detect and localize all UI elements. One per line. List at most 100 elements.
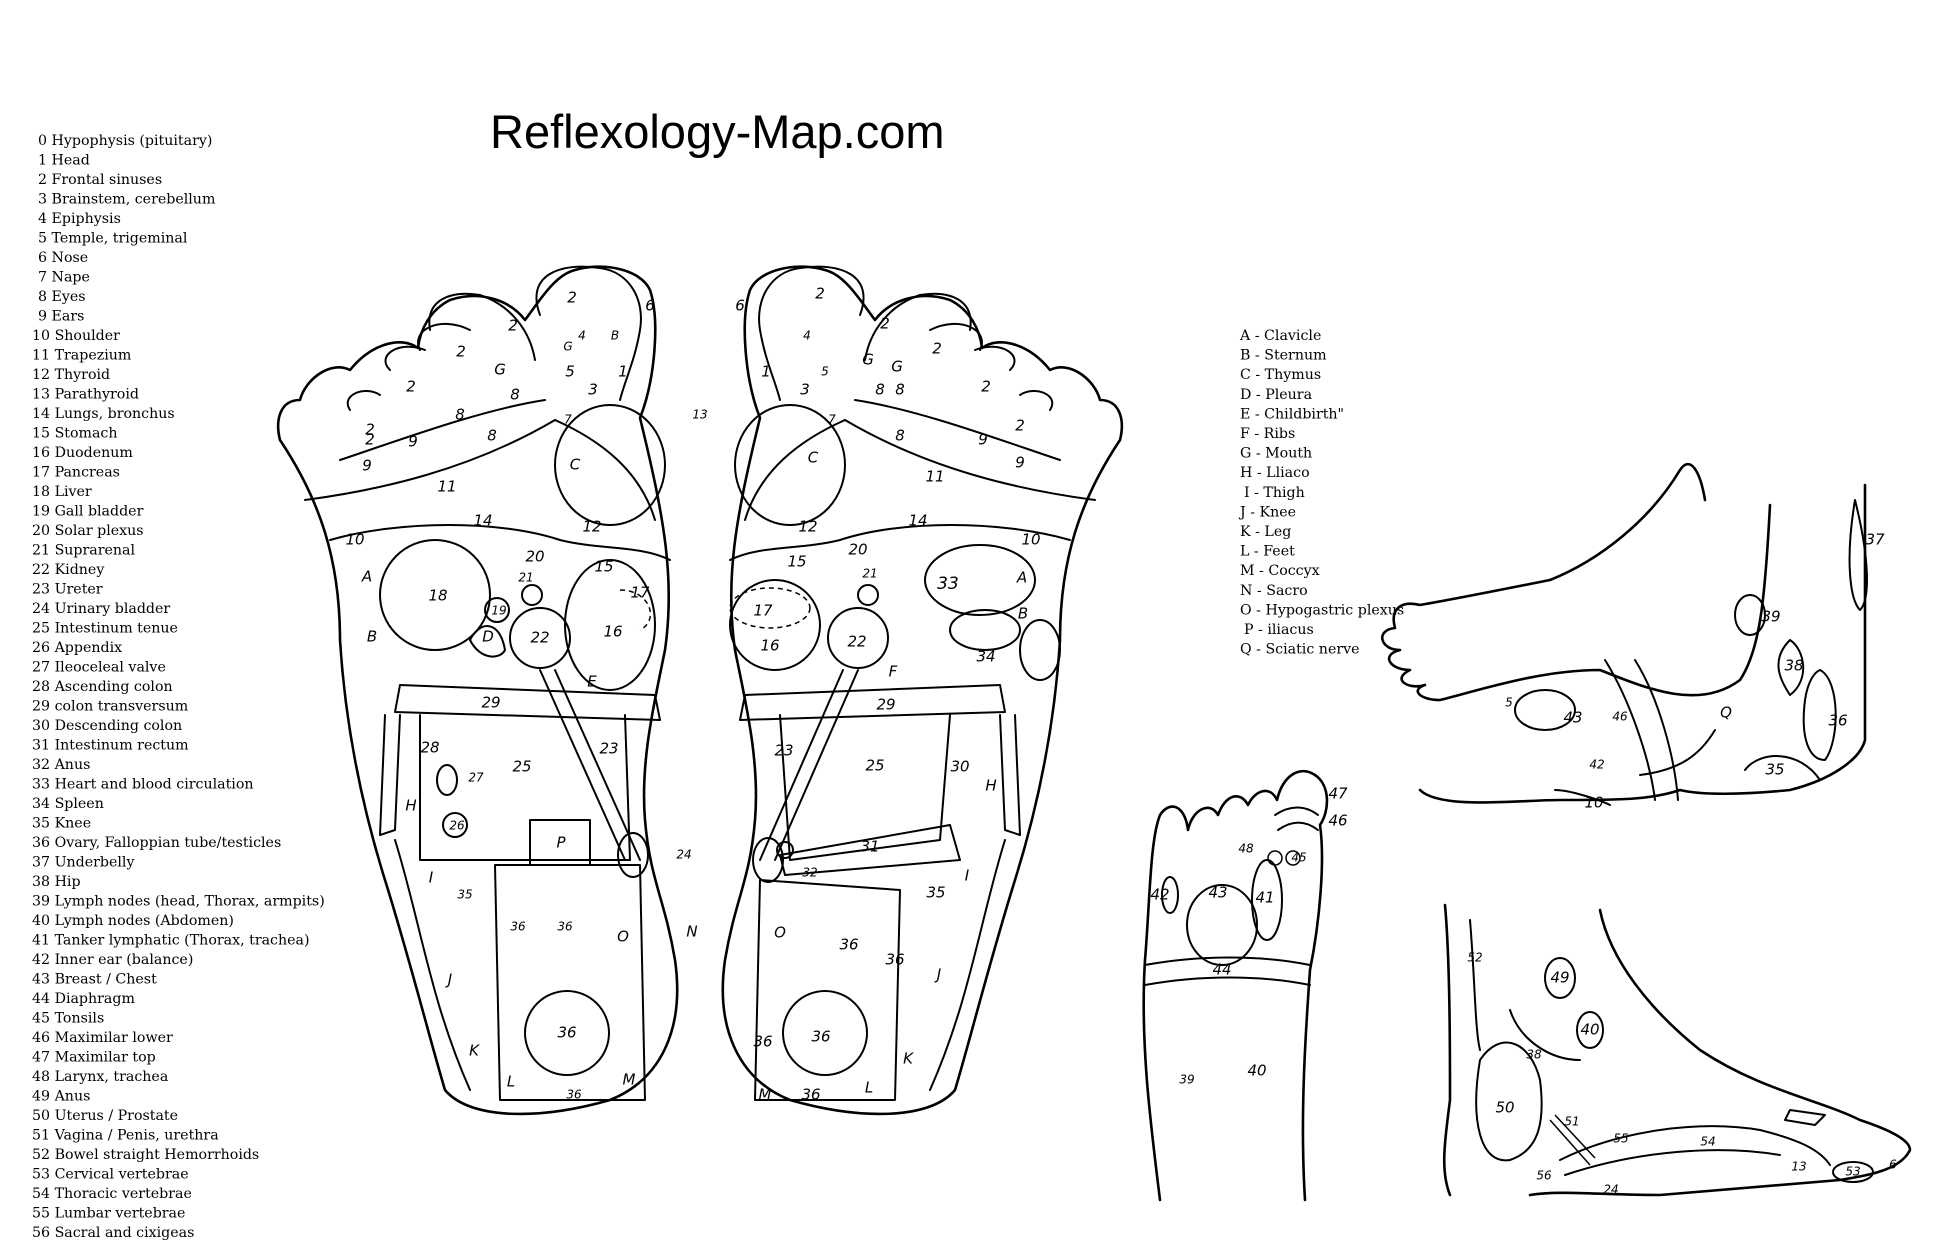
right-sole-toe-2	[864, 292, 972, 361]
legend-item: I - Thigh	[1244, 485, 1305, 501]
zone-label: O	[774, 924, 786, 942]
left-sole-toe-3	[417, 322, 471, 351]
legend-item: 40 Lymph nodes (Abdomen)	[32, 913, 234, 929]
zone-label: 17	[630, 584, 650, 602]
zone-label: 26	[449, 819, 465, 833]
inner-ankle-toe-nail	[1784, 1109, 1826, 1126]
zone-label: 2	[406, 378, 416, 396]
legend-item: 35 Knee	[32, 816, 91, 832]
right-sole-pancreas	[729, 587, 811, 629]
left-sole-toe-5	[346, 390, 381, 411]
legend-item: M - Coccyx	[1240, 563, 1320, 579]
zone-label: 3	[588, 381, 598, 399]
legend-item: E - Childbirth"	[1240, 406, 1344, 422]
zone-label: 43	[1208, 884, 1227, 902]
zone-label: 9	[362, 457, 372, 475]
site-title: Reflexology-Map.com	[490, 105, 945, 158]
legend-item: 24 Urinary bladder	[32, 601, 170, 617]
zone-label: D	[482, 628, 494, 646]
legend-item: P - iliacus	[1244, 622, 1314, 638]
zone-label: G	[563, 340, 572, 354]
outer-ankle-breast	[1514, 689, 1576, 731]
legend-item: 8 Eyes	[38, 289, 86, 305]
inner-ankle-labels: 52 49 40 38 50 51 55 54 56 24 13 53 6	[1467, 951, 1897, 1197]
zone-label: 38	[1784, 657, 1803, 675]
right-sole-labels: 6 2 4 1 5 3 G 2 2 8 8 G 2 7 13 8 9 2 C 9…	[692, 285, 1040, 1104]
zone-label: 16	[603, 623, 622, 641]
zone-label: 10	[1584, 794, 1603, 812]
legend-item: 21 Suprarenal	[32, 543, 136, 559]
legend-item: 16 Duodenum	[32, 445, 133, 461]
zone-label: 8	[895, 427, 905, 445]
zone-label: 36	[566, 1088, 582, 1102]
zone-label: 2	[932, 340, 942, 358]
zone-label: H	[405, 797, 416, 815]
outer-ankle-outline	[1381, 462, 1867, 804]
right-sole-heel-curve	[929, 839, 1006, 1091]
legend-item: 29 colon transversum	[32, 699, 189, 715]
legend-item: G - Mouth	[1240, 446, 1312, 462]
left-sole-zone-12	[554, 404, 666, 526]
legend-item: 6 Nose	[38, 250, 88, 266]
outer-ankle-underbelly	[1848, 499, 1868, 611]
inner-ankle-hip	[1509, 1009, 1581, 1061]
zone-label: 5	[1505, 696, 1513, 710]
zone-label: 5	[565, 363, 575, 381]
zone-label: L	[507, 1073, 515, 1091]
zone-label: 39	[1761, 608, 1780, 626]
left-sole-ovary-band	[494, 864, 646, 1101]
zone-label: 6	[735, 297, 745, 315]
zone-label: 2	[981, 378, 991, 396]
zone-label: I	[965, 867, 970, 885]
zone-label: 36	[839, 936, 858, 954]
legend-item: 7 Nape	[38, 270, 90, 286]
zone-label: 14	[908, 512, 927, 530]
zone-label: 2	[567, 289, 577, 307]
right-sole-toe-4	[974, 345, 1016, 371]
zone-label: 34	[976, 648, 995, 666]
zone-label: 42	[1150, 886, 1169, 904]
right-sole	[721, 265, 1124, 1116]
zone-label: 12	[798, 518, 817, 536]
right-sole-rectum	[779, 824, 961, 876]
left-sole-shoulder-band	[304, 419, 556, 501]
left-sole-gall-bladder	[484, 597, 510, 623]
zone-label: 28	[420, 739, 439, 757]
left-sole-duodenum	[564, 559, 656, 691]
zone-label: 29	[876, 696, 895, 714]
zone-label: P	[556, 834, 566, 852]
zone-label: 37	[1865, 531, 1885, 549]
outer-ankle-knee	[1744, 755, 1821, 781]
zone-label: 31	[860, 838, 879, 856]
zone-label: 8	[487, 427, 497, 445]
legend-item: 47 Maximilar top	[32, 1050, 156, 1066]
zone-label: 56	[1536, 1169, 1552, 1183]
legend-item: 49 Anus	[32, 1089, 90, 1105]
zone-label: 43	[1563, 709, 1582, 727]
top-foot-labels: 47 46 48 45 42 43 41 44 39 40	[1150, 785, 1348, 1087]
inner-ankle-cervical	[1832, 1161, 1874, 1183]
zone-label: 7	[564, 413, 572, 427]
zone-label: 9	[408, 433, 418, 451]
zone-label: 13	[1791, 1160, 1806, 1174]
zone-label: 23	[774, 742, 793, 760]
zone-label: 33	[937, 574, 959, 594]
zone-label: 23	[599, 740, 618, 758]
zone-label: 36	[510, 920, 526, 934]
zone-label: J	[934, 966, 941, 984]
zone-label: 52	[1467, 951, 1482, 965]
legend-item: L - Feet	[1240, 544, 1295, 560]
zone-label: 47	[1328, 785, 1348, 803]
legend-item: 13 Parathyroid	[32, 387, 139, 403]
zone-label: B	[1018, 605, 1028, 623]
zone-label: 5	[821, 365, 829, 379]
legend-item: 52 Bowel straight Hemorrhoids	[32, 1147, 259, 1163]
legend-item: 17 Pancreas	[32, 465, 120, 481]
zone-label: 29	[481, 694, 500, 712]
right-sole-ovary	[782, 990, 868, 1076]
legend-item: K - Leg	[1240, 524, 1291, 540]
left-sole-liver	[379, 539, 491, 651]
zone-label: 36	[801, 1086, 820, 1104]
inner-ankle-bowel	[1469, 919, 1481, 1051]
legend-item: 54 Thoracic vertebrae	[32, 1186, 192, 1202]
